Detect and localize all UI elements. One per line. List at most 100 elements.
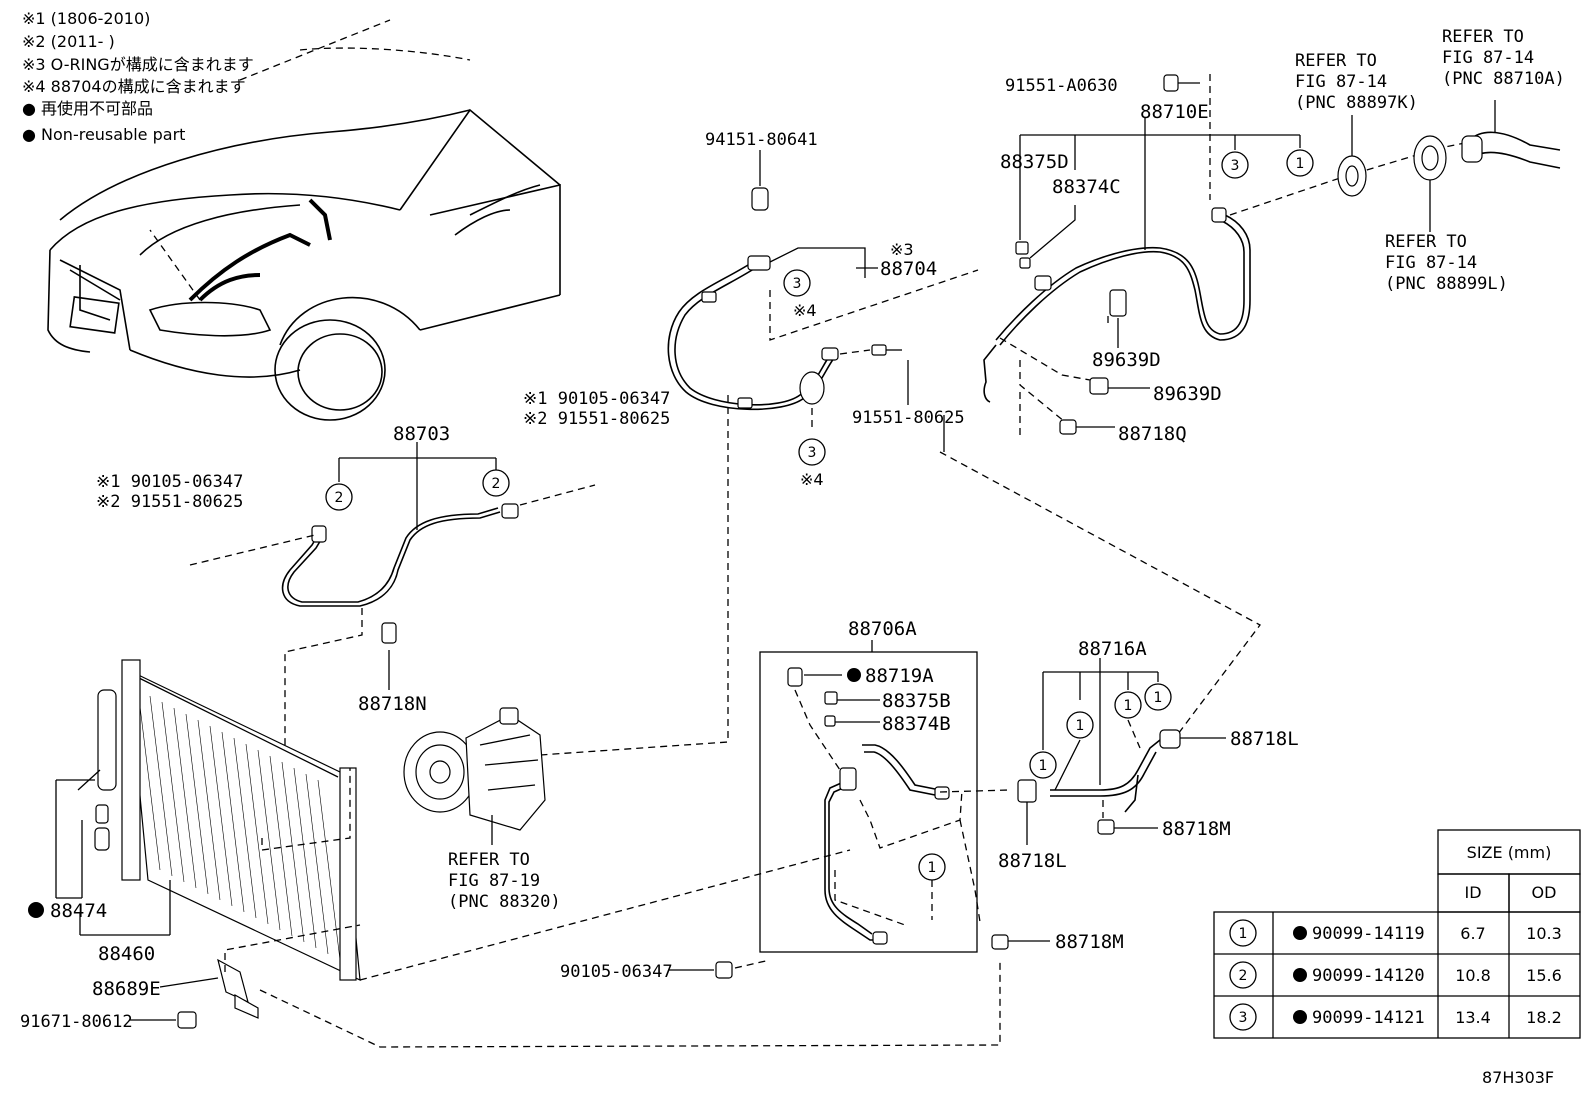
svg-text:3: 3 xyxy=(808,445,817,461)
legend-notes: ※1 (1806-2010) ※2 (2011- ) ※3 O-RINGが構成に… xyxy=(22,9,254,144)
label-88704: 88704 xyxy=(880,258,937,280)
label-88374b: 88374B xyxy=(882,713,951,735)
callout-1-88710e: 1 xyxy=(1286,149,1314,177)
label-note2-91551-b: ※2 91551-80625 xyxy=(96,492,243,512)
svg-text:1: 1 xyxy=(1039,758,1048,774)
label-88718q: 88718Q xyxy=(1118,423,1187,445)
table-row-part: 90099-14120 xyxy=(1312,966,1425,986)
ref-88897k-line3: (PNC 88897K) xyxy=(1295,93,1418,113)
callout-1-88716a-d: 1 xyxy=(1144,683,1172,711)
tube-88706a xyxy=(668,640,1011,979)
label-note3-88704: ※3 xyxy=(890,240,914,259)
oring-88374c xyxy=(1019,257,1031,269)
ref-88899l-line3: (PNC 88899L) xyxy=(1385,274,1508,294)
label-88710e: 88710E xyxy=(1140,101,1209,123)
label-88718m-b: 88718M xyxy=(1055,931,1124,953)
table-row-part: 90099-14121 xyxy=(1312,1008,1425,1028)
clamp-88718m-a xyxy=(1097,819,1115,835)
ref-88320-line1: REFER TO xyxy=(448,850,530,870)
label-88374c: 88374C xyxy=(1052,176,1121,198)
note-3: ※3 O-RINGが構成に含まれます xyxy=(22,55,254,74)
ref-88897k-line2: FIG 87-14 xyxy=(1295,72,1387,92)
ref-88710a-line2: FIG 87-14 xyxy=(1442,48,1534,68)
table-row-id: 10.8 xyxy=(1455,966,1491,985)
label-note4-b: ※4 xyxy=(800,470,824,489)
label-88718l-b: 88718L xyxy=(998,850,1067,872)
seal-88375d xyxy=(1015,241,1029,255)
bolt-91671 xyxy=(177,1011,197,1029)
svg-text:1: 1 xyxy=(1124,698,1133,714)
label-88375b: 88375B xyxy=(882,690,951,712)
clamp-88718l-b xyxy=(1017,779,1037,803)
callout-1-88716a-b: 1 xyxy=(1066,711,1094,739)
tube-88710e xyxy=(939,74,1561,739)
note-4: ※4 88704の構成に含まれます xyxy=(22,77,246,96)
ref-88320-line3: (PNC 88320) xyxy=(448,892,561,912)
svg-text:1: 1 xyxy=(1154,690,1163,706)
svg-text:2: 2 xyxy=(492,476,501,492)
table-od-header: OD xyxy=(1532,883,1557,902)
note-non-reusable-en: ● Non-reusable part xyxy=(22,125,185,144)
callout-2-88703-b: 2 xyxy=(482,469,510,497)
hose-88704 xyxy=(539,150,979,756)
table-row: 3 90099-14121 13.4 18.2 xyxy=(1229,1003,1562,1031)
callout-1-88706a: 1 xyxy=(918,853,946,881)
bracket-88689e xyxy=(217,958,249,1004)
label-88716a: 88716A xyxy=(1078,638,1147,660)
car-front-illustration xyxy=(47,19,561,421)
non-reusable-mark-88474 xyxy=(28,902,44,918)
label-88689e: 88689E xyxy=(92,978,161,1000)
svg-text:1: 1 xyxy=(1296,156,1305,172)
label-note1-90105-a: ※1 90105-06347 xyxy=(523,389,670,409)
ref-88320-line2: FIG 87-19 xyxy=(448,871,540,891)
callout-circles: 3 1 3 3 2 2 1 1 1 1 1 xyxy=(325,149,1314,881)
callout-2-88703-a: 2 xyxy=(325,483,353,511)
label-88375d: 88375D xyxy=(1000,151,1069,173)
label-note4-a: ※4 xyxy=(793,301,817,320)
ref-88899l-line2: FIG 87-14 xyxy=(1385,253,1477,273)
table-row: 2 90099-14120 10.8 15.6 xyxy=(1229,961,1562,989)
nut-94151 xyxy=(751,187,769,211)
label-91671-80612: 91671-80612 xyxy=(20,1012,133,1032)
label-note2-91551-a: ※2 91551-80625 xyxy=(523,409,670,429)
table-row-od: 18.2 xyxy=(1526,1008,1562,1027)
filter-88474 xyxy=(97,689,117,791)
label-88703: 88703 xyxy=(393,423,450,445)
label-88460: 88460 xyxy=(98,943,155,965)
note-2: ※2 (2011- ) xyxy=(22,32,115,51)
label-88718l-a: 88718L xyxy=(1230,728,1299,750)
callout-3-88710e: 3 xyxy=(1221,151,1249,179)
oring-size-table: SIZE (mm) ID OD 1 90099-14119 6.7 10.3 2… xyxy=(1213,829,1581,1039)
callout-3-88704-b: 3 xyxy=(798,438,826,466)
ref-88710a-line1: REFER TO xyxy=(1442,27,1524,47)
table-row-key: 2 xyxy=(1239,968,1248,984)
tube-88703 xyxy=(189,442,596,870)
svg-text:1: 1 xyxy=(928,860,937,876)
table-row-id: 13.4 xyxy=(1455,1008,1491,1027)
table-row-od: 10.3 xyxy=(1526,924,1562,943)
label-91551-a0630: 91551-A0630 xyxy=(1005,76,1118,96)
label-88706a: 88706A xyxy=(848,618,917,640)
table-row-key: 3 xyxy=(1239,1010,1248,1026)
clamp-88718l-a xyxy=(1159,729,1181,749)
label-88474: 88474 xyxy=(50,900,107,922)
seal-88375b xyxy=(824,691,838,705)
label-note1-90105-b: ※1 90105-06347 xyxy=(96,472,243,492)
table-row: 1 90099-14119 6.7 10.3 xyxy=(1229,919,1562,947)
label-89639d-b: 89639D xyxy=(1153,383,1222,405)
table-size-header: SIZE (mm) xyxy=(1467,843,1552,862)
table-id-header: ID xyxy=(1464,883,1481,902)
label-88718n: 88718N xyxy=(358,693,427,715)
callout-3-88704-a: 3 xyxy=(783,269,811,297)
label-90105-06347: 90105-06347 xyxy=(560,962,673,982)
label-88718m-a: 88718M xyxy=(1162,818,1231,840)
callout-1-88716a-c: 1 xyxy=(1114,691,1142,719)
bolt-90105 xyxy=(715,961,733,979)
label-89639d-a: 89639D xyxy=(1092,349,1161,371)
condenser-88460 xyxy=(55,659,1001,1048)
ref-88710a-line3: (PNC 88710A) xyxy=(1442,69,1565,89)
clamp-88718m-b xyxy=(991,934,1009,950)
svg-text:2: 2 xyxy=(335,490,344,506)
ref-88899l-line1: REFER TO xyxy=(1385,232,1467,252)
